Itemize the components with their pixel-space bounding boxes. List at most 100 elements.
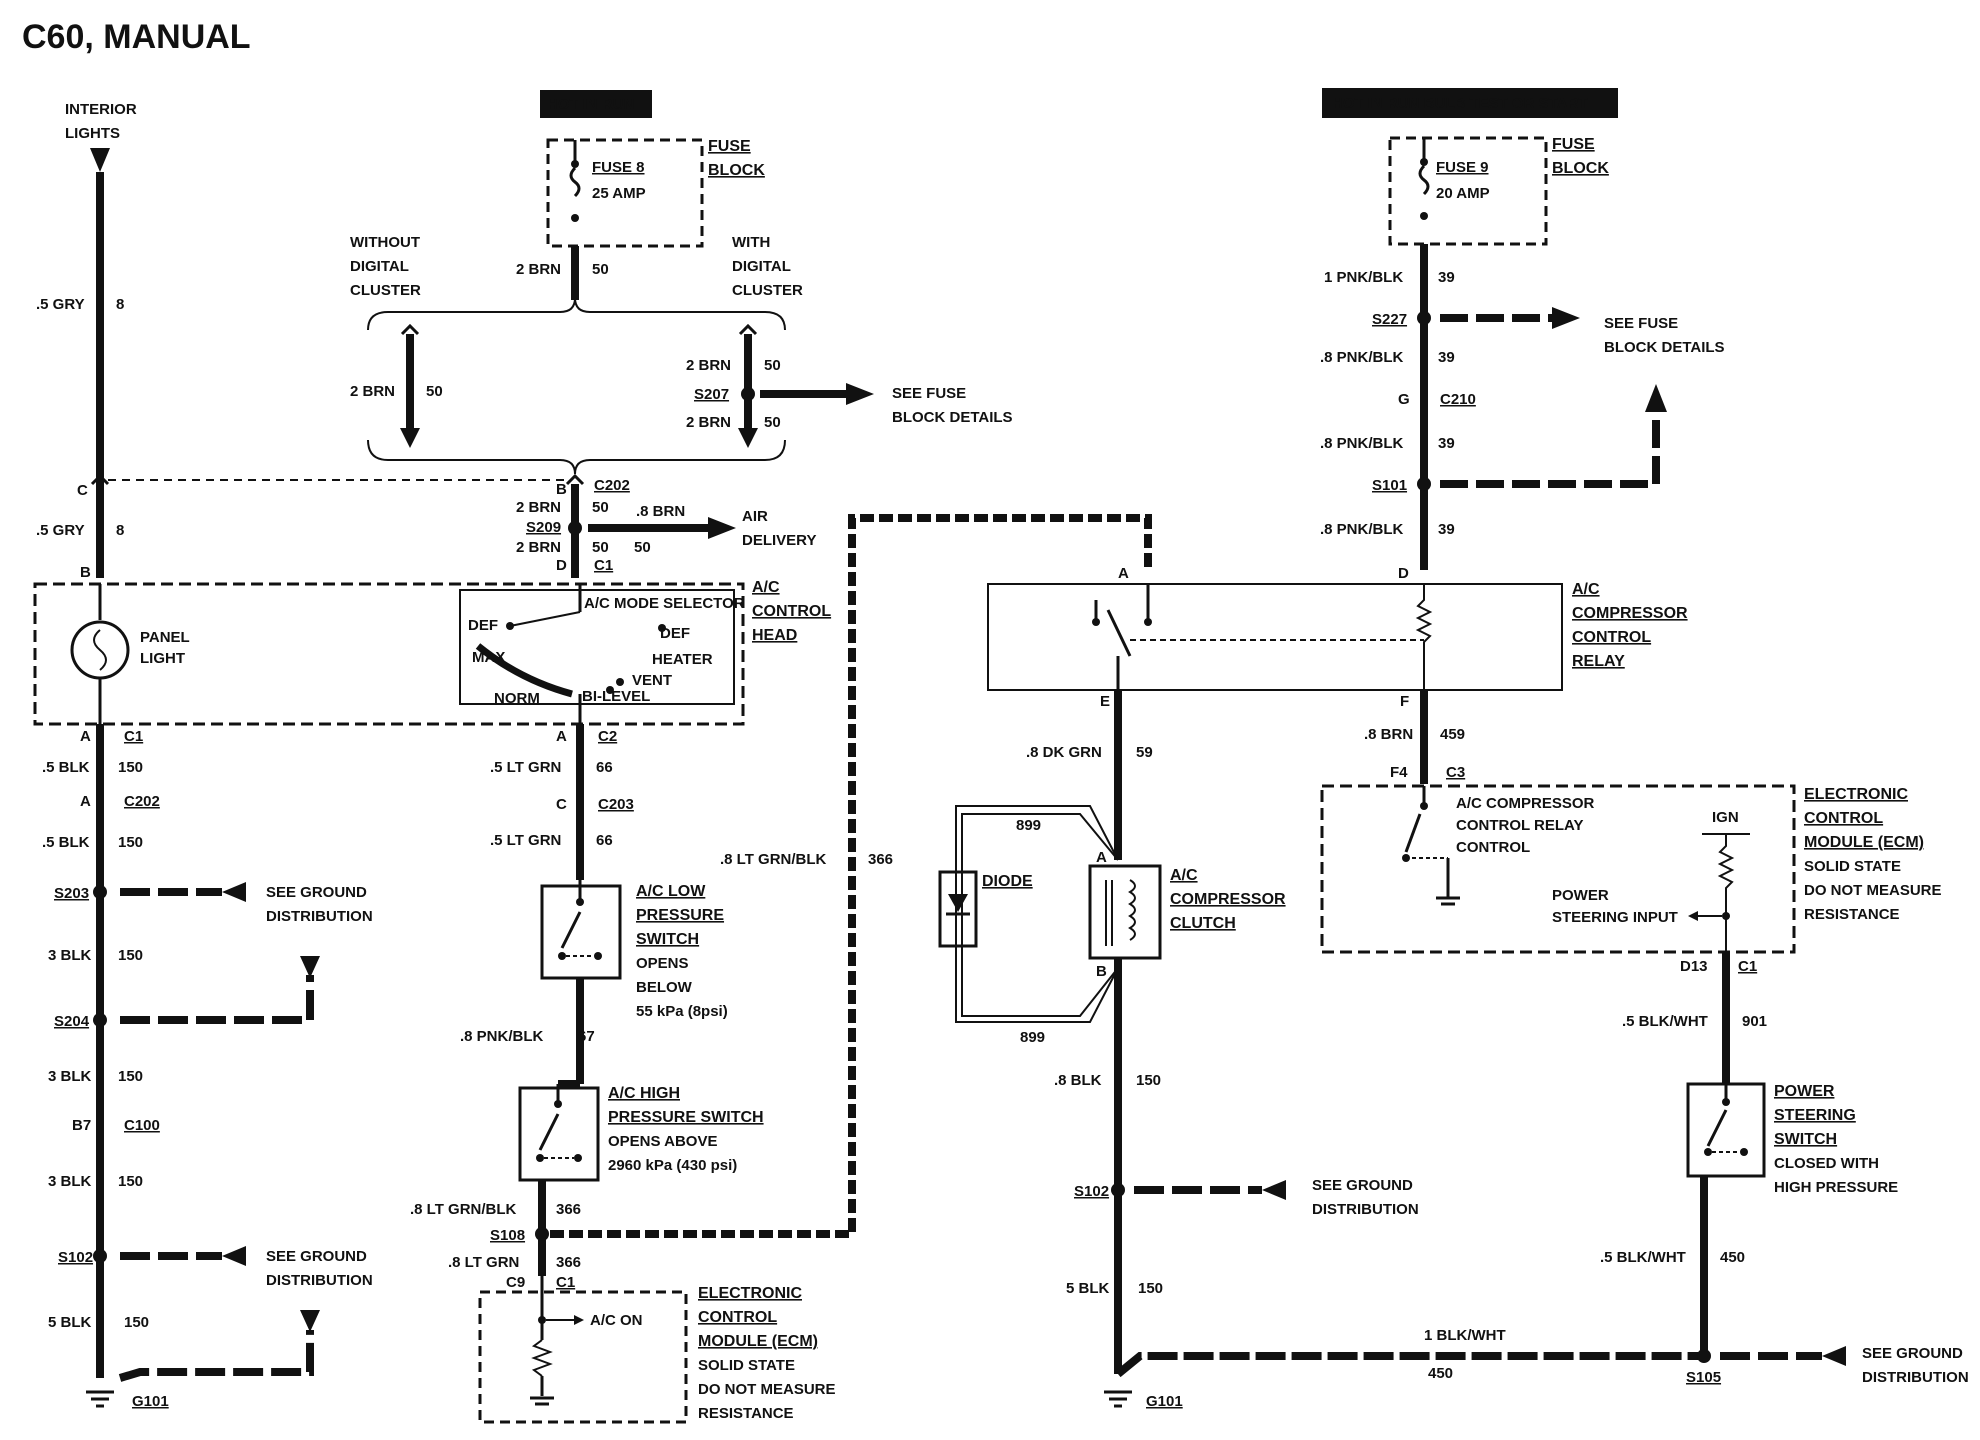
wire-459: 459 <box>1440 726 1465 743</box>
connector-f4: F4 <box>1390 764 1408 781</box>
ac-compressor-control-relay: A/C COMPRESSOR CONTROL RELAY A E F <box>987 565 1688 710</box>
clutch-connector-b: B <box>1096 963 1107 980</box>
wire-67: 67 <box>578 1028 595 1045</box>
ac-control-head: A/C CONTROL HEAD PANEL LIGHT A/C MODE SE… <box>33 579 831 726</box>
connector-c210: C210 <box>1440 391 1476 408</box>
connector-c100: C100 <box>124 1117 160 1134</box>
wire-39-c: 39 <box>1438 435 1455 452</box>
see-ground-1b: DISTRIBUTION <box>266 908 373 925</box>
relay-connector-d: D <box>1398 565 1409 582</box>
high-switch-4: 2960 kPa (430 psi) <box>608 1157 737 1174</box>
wire-blk-2: .5 BLK <box>42 834 90 851</box>
fuse-block-label-2: BLOCK <box>708 162 765 179</box>
wire-450-a: 450 <box>1720 1249 1745 1266</box>
see-ground-2a: SEE GROUND <box>266 1248 367 1265</box>
hot-in-run-bulb-test-box: HOT IN RUN BULB TEST OR START <box>1322 88 1618 118</box>
wire-39-a: 39 <box>1438 269 1455 286</box>
wire-150-c: 150 <box>118 947 143 964</box>
hot-in-run-box: HOT IN RUN <box>540 90 652 118</box>
connector-b-c202: B <box>556 481 567 498</box>
splice-s227: S227 <box>1372 311 1407 328</box>
ecm-right-3: MODULE (ECM) <box>1804 834 1924 851</box>
wire-pnk-4: .8 PNK/BLK <box>1320 521 1404 538</box>
wire-50-b: 50 <box>426 383 443 400</box>
low-switch-1: A/C LOW <box>636 883 706 900</box>
fuse-9-name: FUSE 9 <box>1436 159 1489 176</box>
wire-50-a: 50 <box>592 261 609 278</box>
wire-blk-4: 3 BLK <box>48 1068 92 1085</box>
diode-label: DIODE <box>982 873 1033 890</box>
wire-brn-8: .8 BRN <box>1364 726 1413 743</box>
wire-blk-3: 3 BLK <box>48 947 92 964</box>
control-head-label-3: HEAD <box>752 627 797 644</box>
fuse-8-name: FUSE 8 <box>592 159 645 176</box>
wire-blkwht-3: 1 BLK/WHT <box>1424 1327 1506 1344</box>
relay-connector-e: E <box>1100 693 1110 710</box>
ps-switch-1: POWER <box>1774 1083 1835 1100</box>
interior-lights-circuit: INTERIOR LIGHTS .5 GRY 8 C .5 GRY 8 B <box>36 101 572 581</box>
mode-bilevel: BI-LEVEL <box>582 688 650 705</box>
wire-901: 901 <box>1742 1013 1767 1030</box>
see-ground-3a: SEE GROUND <box>1312 1177 1413 1194</box>
wire-50-e: 50 <box>592 499 609 516</box>
fuse-9-feed-circuit: 1 PNK/BLK 39 S227 SEE FUSE BLOCK DETAILS… <box>1320 244 1725 582</box>
see-ground-3b: DISTRIBUTION <box>1312 1201 1419 1218</box>
connector-c3: C3 <box>1446 764 1465 781</box>
ps-switch-4: CLOSED WITH <box>1774 1155 1879 1172</box>
wire-pnkblk-1: .8 PNK/BLK <box>460 1028 544 1045</box>
wire-ltgrn-2: .5 LT GRN <box>490 832 561 849</box>
splice-s101: S101 <box>1372 477 1407 494</box>
ecm-right-internal-1: A/C COMPRESSOR <box>1456 795 1595 812</box>
clutch-label-1: A/C <box>1170 867 1198 884</box>
with-cluster-2: DIGITAL <box>732 258 791 275</box>
clutch-connector-a: A <box>1096 849 1107 866</box>
connector-c203: C203 <box>598 796 634 813</box>
relay-label-1: A/C <box>1572 581 1600 598</box>
page-title: C60, MANUAL <box>22 18 251 56</box>
ground-g101-left: G101 <box>132 1393 169 1410</box>
connector-a-2: A <box>80 793 91 810</box>
wire-50-d: 50 <box>764 414 781 431</box>
hot-in-run-label: HOT IN RUN <box>547 96 635 113</box>
clutch-label-3: CLUTCH <box>1170 915 1236 932</box>
wire-ltgrnblk-1: .8 LT GRN/BLK <box>410 1201 517 1218</box>
control-head-label-1: A/C <box>752 579 780 596</box>
compressor-clutch-circuit: .8 DK GRN 59 899 899 DIODE A B A/C COMPR… <box>938 690 1704 1410</box>
with-cluster-3: CLUSTER <box>732 282 803 299</box>
ecm-left-5: DO NOT MEASURE <box>698 1381 836 1398</box>
mode-max: MAX <box>472 649 505 666</box>
splice-s105: S105 <box>1686 1369 1721 1386</box>
interior-lights-label-1: INTERIOR <box>65 101 137 118</box>
connector-a-c2: A <box>556 728 567 745</box>
wire-450-b: 450 <box>1428 1365 1453 1382</box>
low-switch-5: BELOW <box>636 979 693 996</box>
wire-150-d: 150 <box>118 1068 143 1085</box>
pressure-switch-circuit: A C2 .5 LT GRN 66 C C203 .5 LT GRN 66 A/… <box>410 514 1152 1424</box>
ecm-right-5: DO NOT MEASURE <box>1804 882 1942 899</box>
wire-gry-2: .5 GRY <box>36 522 85 539</box>
wire-66-a: 66 <box>596 759 613 776</box>
ecm-left-6: RESISTANCE <box>698 1405 794 1422</box>
wire-blkwht-1: .5 BLK/WHT <box>1622 1013 1708 1030</box>
low-switch-4: OPENS <box>636 955 689 972</box>
ecm-left-2: CONTROL <box>698 1309 777 1326</box>
connector-c9: C9 <box>506 1274 525 1291</box>
relay-connector-f: F <box>1400 693 1409 710</box>
relay-label-4: RELAY <box>1572 653 1625 670</box>
connector-c1-right: C1 <box>1738 958 1757 975</box>
ground-g101-right: G101 <box>1146 1393 1183 1410</box>
connector-b: B <box>80 564 91 581</box>
ecm-right-internal-2: CONTROL RELAY <box>1456 817 1584 834</box>
wire-150-b: 150 <box>118 834 143 851</box>
wire-899-a: 899 <box>1016 817 1041 834</box>
wire-blk-5: 3 BLK <box>48 1173 92 1190</box>
wire-366-a: 366 <box>556 1201 581 1218</box>
wire-8-b: 8 <box>116 522 124 539</box>
see-ground-4a: SEE GROUND <box>1862 1345 1963 1362</box>
low-switch-2: PRESSURE <box>636 907 724 924</box>
see-ground-1a: SEE GROUND <box>266 884 367 901</box>
air-delivery-2: DELIVERY <box>742 532 816 549</box>
mode-vent: VENT <box>632 672 672 689</box>
wire-66-b: 66 <box>596 832 613 849</box>
connector-c202: C202 <box>124 793 160 810</box>
